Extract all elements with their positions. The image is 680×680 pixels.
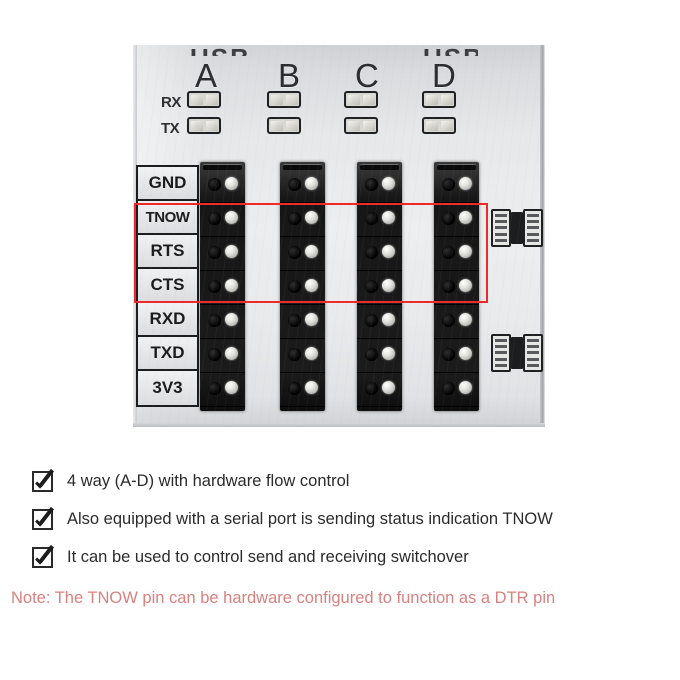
pin-label-3v3: 3V3 <box>138 371 197 405</box>
checked-checkbox-icon <box>32 471 53 492</box>
pin-header-c <box>357 162 402 411</box>
checked-checkbox-icon <box>32 547 53 568</box>
ic-chip-upper <box>491 208 543 248</box>
channel-letter-c: C <box>355 57 379 94</box>
feature-list: 4 way (A-D) with hardware flow control A… <box>32 467 652 581</box>
pin-cell <box>357 169 402 203</box>
pin-cell <box>434 271 479 305</box>
pin-header-a <box>200 162 245 411</box>
pin-cell <box>357 271 402 305</box>
pin-label-gnd: GND <box>138 167 197 201</box>
header-top-rail <box>360 164 399 170</box>
ic-pad-left <box>491 334 512 372</box>
pin-cell <box>280 237 325 271</box>
header-top-rail <box>283 164 322 170</box>
pin-cell <box>357 203 402 237</box>
pin-cell <box>357 237 402 271</box>
led-pad-a-rx <box>187 91 221 108</box>
header-top-rail <box>203 164 242 170</box>
pin-cell <box>434 169 479 203</box>
feature-text: Also equipped with a serial port is send… <box>67 510 553 528</box>
pin-label-rts: RTS <box>138 235 197 269</box>
pin-cell <box>280 339 325 373</box>
led-pad-c-tx <box>344 117 378 134</box>
pin-cell <box>434 203 479 237</box>
channel-letter-d: D <box>432 57 456 94</box>
note-text: Note: The TNOW pin can be hardware confi… <box>11 589 556 607</box>
pin-cell <box>434 237 479 271</box>
cropped-silkscreen-text: USB <box>190 45 250 56</box>
pin-cell <box>280 305 325 339</box>
pin-label-tnow: TNOW <box>138 201 197 235</box>
pin-cell <box>280 203 325 237</box>
list-item: It can be used to control send and recei… <box>32 543 652 571</box>
header-top-rail <box>437 164 476 170</box>
pin-cell <box>200 305 245 339</box>
pin-cell <box>200 271 245 305</box>
product-photo: USB USB A B C D RX TX GND TNOW RTS CTS R… <box>133 45 545 427</box>
pin-cell <box>357 305 402 339</box>
pin-label-rxd: RXD <box>138 303 197 337</box>
led-pad-a-tx <box>187 117 221 134</box>
ic-pad-right <box>522 209 543 247</box>
pin-cell <box>280 271 325 305</box>
pin-cell <box>280 169 325 203</box>
ic-pad-right <box>522 334 543 372</box>
pin-cell <box>200 169 245 203</box>
led-pad-b-tx <box>267 117 301 134</box>
pin-label-txd: TXD <box>138 337 197 371</box>
pin-cell <box>434 373 479 407</box>
rx-silkscreen-label: RX <box>161 94 181 111</box>
led-pad-d-rx <box>422 91 456 108</box>
pin-cell <box>200 339 245 373</box>
pin-cell <box>434 305 479 339</box>
pin-cell <box>434 339 479 373</box>
tx-silkscreen-label: TX <box>161 120 180 137</box>
pcb-bottom-edge <box>133 423 545 427</box>
feature-text: It can be used to control send and recei… <box>67 548 469 566</box>
ic-body <box>511 337 523 369</box>
pin-cell <box>200 237 245 271</box>
ic-chip-lower <box>491 333 543 373</box>
led-pad-d-tx <box>422 117 456 134</box>
ic-pad-left <box>491 209 512 247</box>
pin-header-d <box>434 162 479 411</box>
pin-label-column: GND TNOW RTS CTS RXD TXD 3V3 <box>136 165 199 407</box>
checked-checkbox-icon <box>32 509 53 530</box>
list-item: Also equipped with a serial port is send… <box>32 505 652 533</box>
pin-header-b <box>280 162 325 411</box>
ic-body <box>511 212 523 244</box>
list-item: 4 way (A-D) with hardware flow control <box>32 467 652 495</box>
channel-letter-b: B <box>278 57 301 94</box>
cropped-silkscreen-text: USB <box>423 45 478 56</box>
channel-letter-a: A <box>195 57 218 94</box>
pin-cell <box>280 373 325 407</box>
pin-cell <box>357 373 402 407</box>
pin-label-cts: CTS <box>138 269 197 303</box>
led-pad-c-rx <box>344 91 378 108</box>
led-pad-b-rx <box>267 91 301 108</box>
feature-text: 4 way (A-D) with hardware flow control <box>67 472 350 490</box>
pin-cell <box>200 203 245 237</box>
pin-cell <box>357 339 402 373</box>
pin-cell <box>200 373 245 407</box>
